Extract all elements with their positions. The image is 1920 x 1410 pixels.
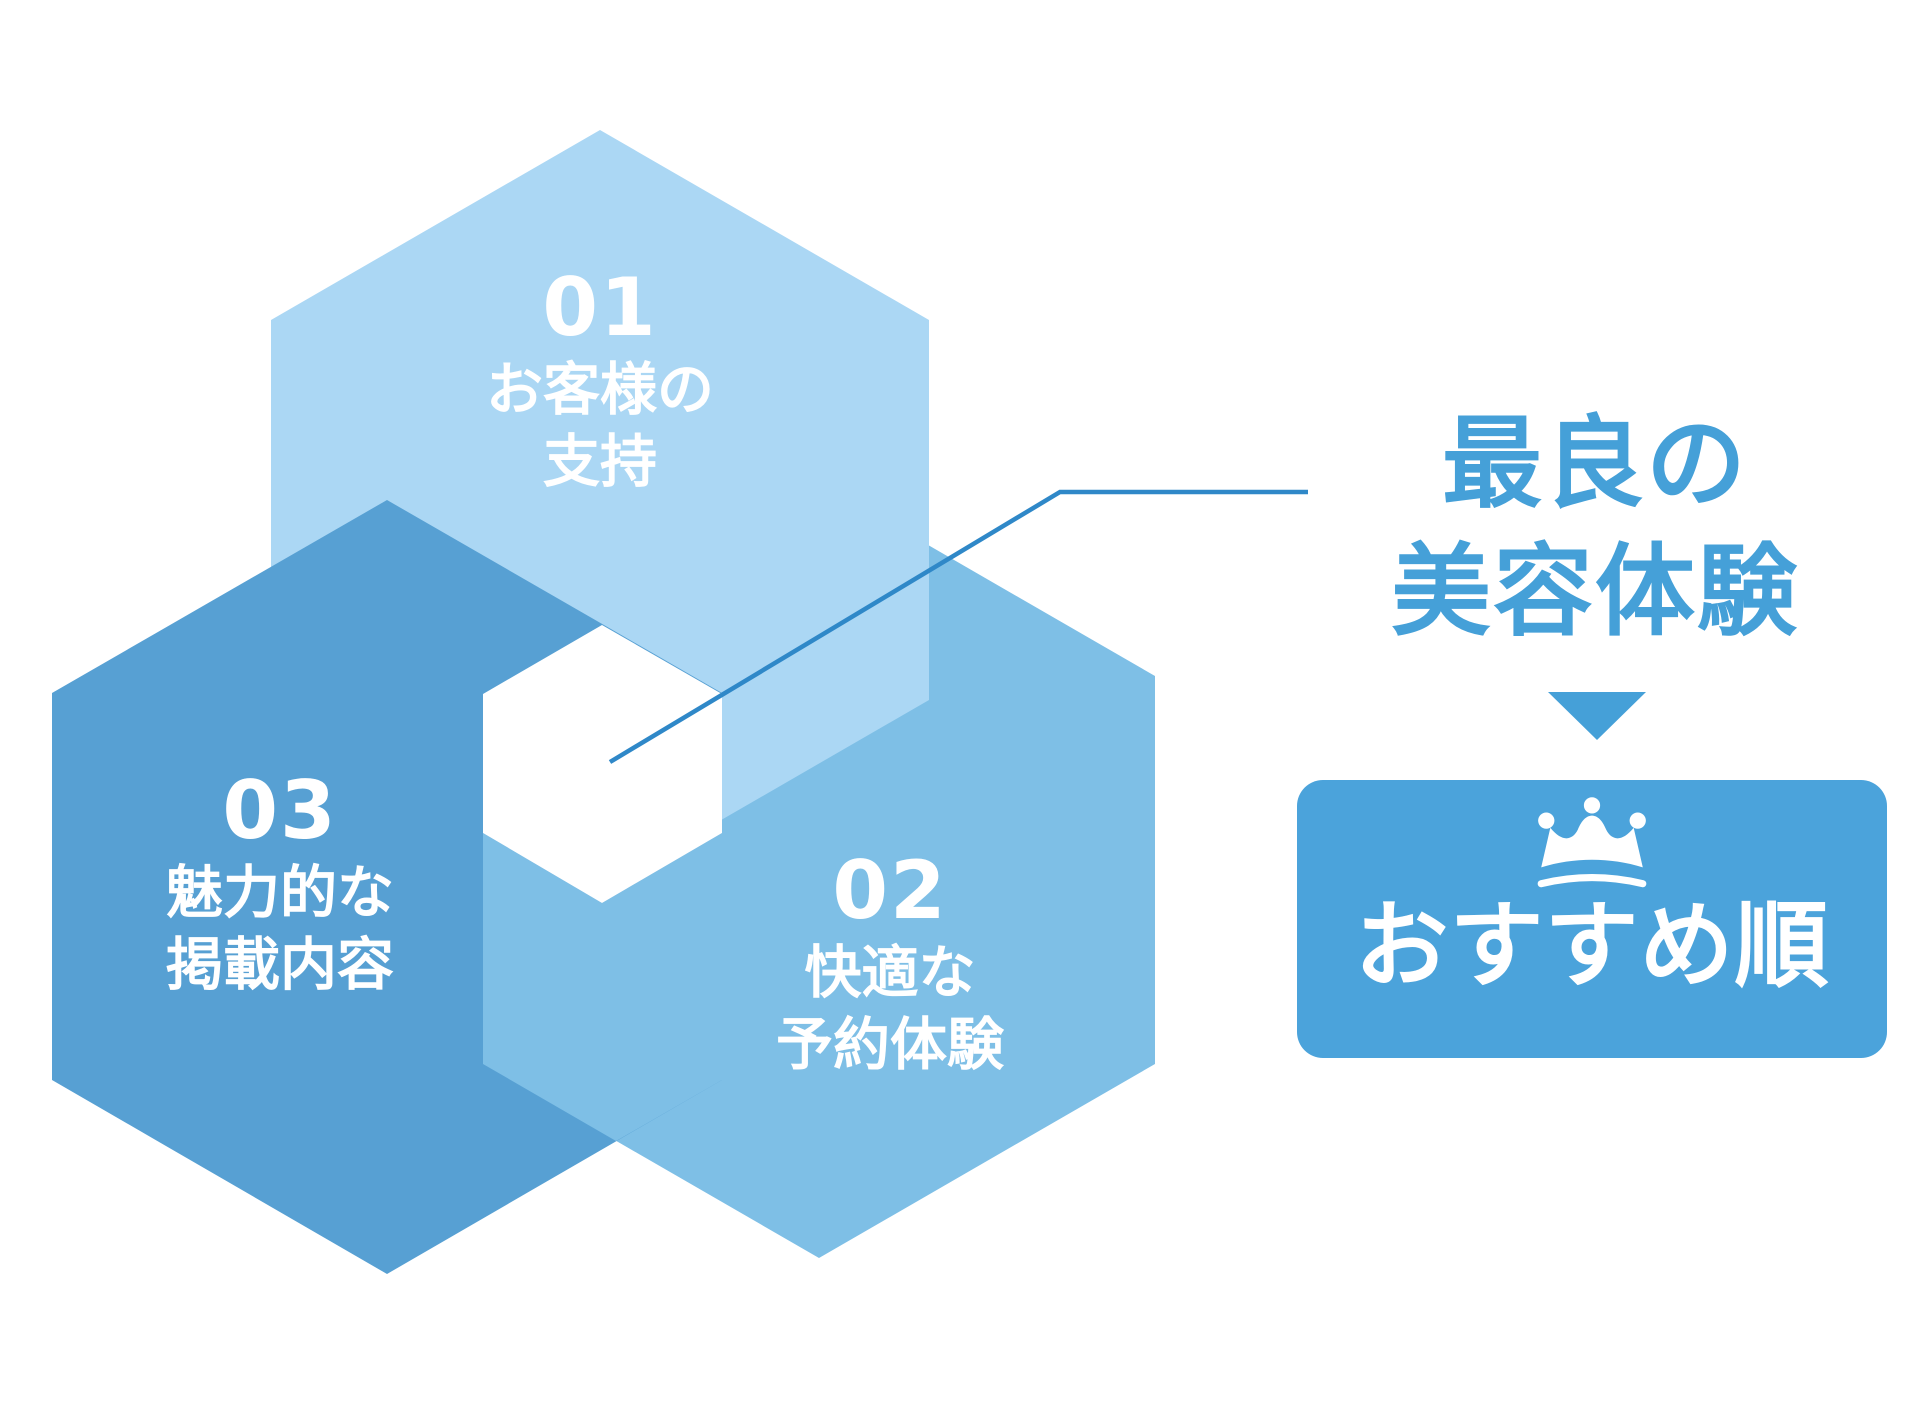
recommendation-badge-label: おすすめ順 <box>1354 892 1830 1001</box>
center-white-hexagon <box>483 625 722 903</box>
result-heading: 最良の 美容体験 <box>1260 400 1920 656</box>
callout-line <box>608 489 1308 764</box>
result-heading-line2: 美容体験 <box>1391 533 1799 650</box>
recommendation-badge: おすすめ順 <box>1297 780 1887 1058</box>
result-heading-line1: 最良の <box>1442 405 1748 522</box>
triangle-down-icon <box>1548 692 1646 740</box>
hexagon-overlap-patch <box>483 833 722 1141</box>
crown-icon <box>1537 797 1647 888</box>
